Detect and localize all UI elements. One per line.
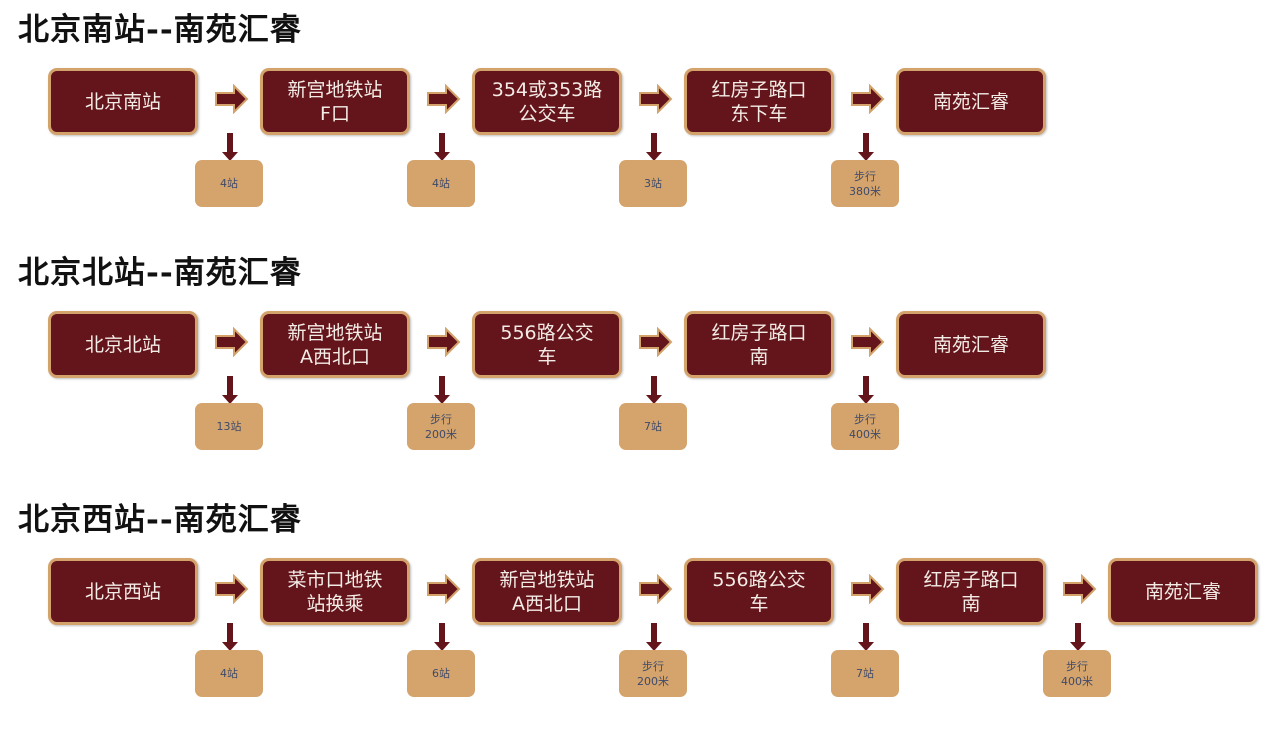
down-arrow-icon — [646, 133, 662, 161]
right-arrow-icon — [427, 83, 461, 115]
right-arrow-icon — [427, 326, 461, 358]
step-note: 6站 — [407, 650, 475, 697]
route-title: 北京西站--南苑汇睿 — [18, 502, 302, 538]
down-arrow-icon — [222, 376, 238, 404]
step-note: 7站 — [619, 403, 687, 450]
route-step: 南苑汇睿 — [896, 311, 1046, 378]
route-step: 红房子路口 东下车 — [684, 68, 834, 135]
route-step: 南苑汇睿 — [1108, 558, 1258, 625]
right-arrow-icon — [851, 83, 885, 115]
down-arrow-icon — [858, 623, 874, 651]
step-note: 步行 400米 — [831, 403, 899, 450]
route-step: 556路公交 车 — [684, 558, 834, 625]
step-note: 4站 — [407, 160, 475, 207]
down-arrow-icon — [646, 623, 662, 651]
right-arrow-icon — [215, 83, 249, 115]
route-step: 北京西站 — [48, 558, 198, 625]
step-note: 步行 380米 — [831, 160, 899, 207]
down-arrow-icon — [858, 376, 874, 404]
down-arrow-icon — [434, 376, 450, 404]
down-arrow-icon — [222, 133, 238, 161]
step-note: 13站 — [195, 403, 263, 450]
right-arrow-icon — [215, 326, 249, 358]
down-arrow-icon — [646, 376, 662, 404]
step-note: 步行 200米 — [407, 403, 475, 450]
step-note: 7站 — [831, 650, 899, 697]
right-arrow-icon — [851, 573, 885, 605]
right-arrow-icon — [1063, 573, 1097, 605]
right-arrow-icon — [851, 326, 885, 358]
route-step: 新宫地铁站 A西北口 — [260, 311, 410, 378]
step-note: 4站 — [195, 160, 263, 207]
down-arrow-icon — [434, 623, 450, 651]
down-arrow-icon — [222, 623, 238, 651]
down-arrow-icon — [434, 133, 450, 161]
down-arrow-icon — [1070, 623, 1086, 651]
route-step: 北京南站 — [48, 68, 198, 135]
route-step: 新宫地铁站 A西北口 — [472, 558, 622, 625]
step-note: 3站 — [619, 160, 687, 207]
down-arrow-icon — [858, 133, 874, 161]
right-arrow-icon — [427, 573, 461, 605]
route-step: 556路公交 车 — [472, 311, 622, 378]
route-step: 红房子路口 南 — [896, 558, 1046, 625]
route-step: 南苑汇睿 — [896, 68, 1046, 135]
route-step: 菜市口地铁 站换乘 — [260, 558, 410, 625]
step-note: 步行 400米 — [1043, 650, 1111, 697]
route-step: 新宫地铁站 F口 — [260, 68, 410, 135]
route-title: 北京北站--南苑汇睿 — [18, 255, 302, 291]
route-step: 354或353路 公交车 — [472, 68, 622, 135]
step-note: 步行 200米 — [619, 650, 687, 697]
route-step: 红房子路口 南 — [684, 311, 834, 378]
right-arrow-icon — [639, 326, 673, 358]
right-arrow-icon — [215, 573, 249, 605]
step-note: 4站 — [195, 650, 263, 697]
route-title: 北京南站--南苑汇睿 — [18, 12, 302, 48]
right-arrow-icon — [639, 573, 673, 605]
right-arrow-icon — [639, 83, 673, 115]
route-step: 北京北站 — [48, 311, 198, 378]
